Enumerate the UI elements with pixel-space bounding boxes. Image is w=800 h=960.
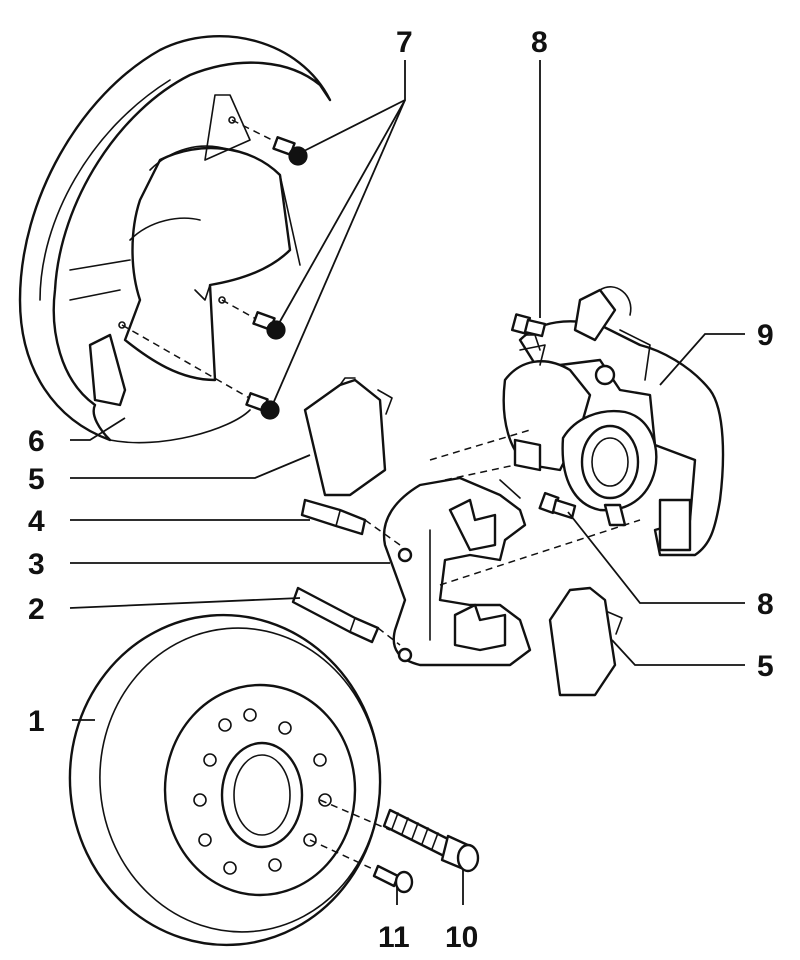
brake-caliper bbox=[502, 286, 725, 557]
callout-5-lower: 5 bbox=[757, 650, 774, 683]
caliper-carrier bbox=[382, 476, 532, 667]
leader-lines bbox=[69, 60, 745, 905]
callout-8-lower: 8 bbox=[757, 588, 774, 621]
brake-disc bbox=[68, 613, 391, 947]
shield-bolt-middle bbox=[252, 311, 286, 340]
callout-6: 6 bbox=[28, 425, 45, 458]
callout-5-upper: 5 bbox=[28, 463, 45, 496]
brake-pad-upper bbox=[303, 377, 393, 497]
brake-pad-lower bbox=[548, 586, 623, 697]
callout-2: 2 bbox=[28, 593, 45, 626]
callout-labels: 1 2 3 4 5 5 6 7 8 8 9 10 11 bbox=[28, 26, 774, 954]
guide-bolt-upper bbox=[510, 313, 547, 338]
callout-9: 9 bbox=[757, 319, 774, 352]
shield-bolt-lower bbox=[245, 392, 280, 420]
wheel-bolt bbox=[382, 808, 480, 873]
callout-7: 7 bbox=[396, 26, 413, 59]
callout-11: 11 bbox=[378, 921, 410, 954]
callout-4: 4 bbox=[28, 505, 45, 538]
callout-8-upper: 8 bbox=[531, 26, 548, 59]
splash-shield bbox=[18, 35, 332, 444]
carrier-bolt-short bbox=[300, 498, 367, 536]
callout-10: 10 bbox=[445, 921, 478, 954]
assembly-lines bbox=[364, 429, 641, 646]
callout-1: 1 bbox=[28, 705, 45, 738]
callout-3: 3 bbox=[28, 548, 45, 581]
carrier-bolt-long bbox=[291, 586, 380, 644]
locating-screw bbox=[372, 864, 414, 894]
